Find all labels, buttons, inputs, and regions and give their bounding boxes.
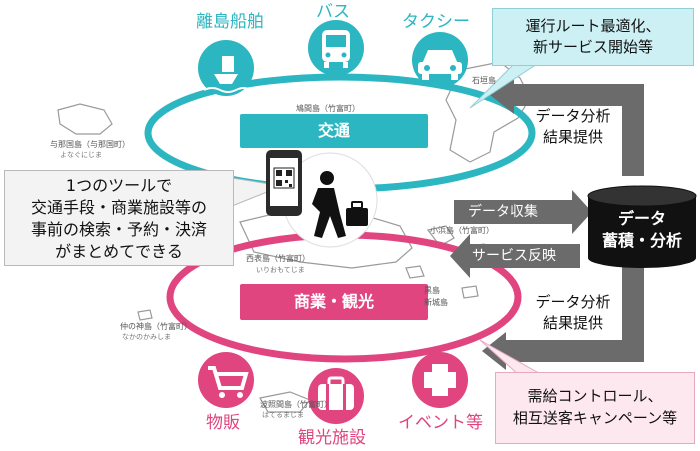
top-callout-line-1: 運行ルート最適化、 xyxy=(525,17,661,35)
feedback-arrow-top xyxy=(490,76,644,176)
top-callout: 運行ルート最適化、 新サービス開始等 xyxy=(492,8,694,66)
tool-callout-line-2: 交通手段・商業施設等の xyxy=(30,198,207,217)
database-label: データ 蓄積・分析 xyxy=(590,208,694,252)
island-label-iriomote: 西表島（竹富町） xyxy=(246,254,310,263)
island-label-kuroshima: 黒島 xyxy=(424,286,440,295)
database-icon xyxy=(587,185,697,268)
tool-callout-line-1: 1つのツールで xyxy=(65,176,173,195)
bottom-callout: 需給コントロール、 相互送客キャンペーン等 xyxy=(495,372,695,444)
island-small-3 xyxy=(461,285,479,299)
island-kana-yonaguni: よなぐにじま xyxy=(60,151,102,159)
database-label-line-1: データ xyxy=(617,209,666,228)
island-label-hateruma: 波照間島（竹富町） xyxy=(260,400,332,409)
top-callout-line-2: 新サービス開始等 xyxy=(532,38,653,56)
category-bus: バス xyxy=(316,2,350,22)
island-kana-nakanokami: なかのかみしま xyxy=(122,333,171,341)
bus-icon xyxy=(308,20,364,76)
service-reflect-label: サービス反映 xyxy=(472,248,556,264)
ship-icon xyxy=(198,40,254,96)
suitcase-icon xyxy=(308,368,364,424)
island-hateruma-shape xyxy=(259,391,311,413)
bottom-callout-line-2: 相互送客キャンペーン等 xyxy=(512,409,678,427)
island-yonaguni-shape xyxy=(57,103,113,135)
island-label-nakanokami: 仲の神島（竹富町） xyxy=(120,322,192,331)
island-kana-hateruma: はてるまじま xyxy=(262,411,304,419)
cross-icon xyxy=(412,352,468,408)
database-label-line-2: 蓄積・分析 xyxy=(601,231,682,250)
feedback-top-line-1: データ分析 xyxy=(535,107,611,125)
service-reflect-arrow xyxy=(450,234,580,278)
tool-callout-line-3: 事前の検索・予約・決済 xyxy=(30,220,207,239)
category-taxi: タクシー xyxy=(402,12,470,32)
smartphone-icon xyxy=(266,150,302,216)
taxi-icon xyxy=(412,32,468,88)
feedback-arrow-bottom xyxy=(482,252,644,370)
feedback-label-bottom: データ分析 結果提供 xyxy=(528,292,618,334)
category-event: イベント等 xyxy=(398,413,483,433)
island-kana-iriomote: いりおもてじま xyxy=(256,266,305,274)
island-label-ishigaki: 石垣島 xyxy=(472,76,496,85)
feedback-label-top: データ分析 結果提供 xyxy=(528,106,618,148)
commerce-band: 商業・観光 xyxy=(240,284,428,320)
tool-callout-line-4: がまとめてできる xyxy=(55,242,183,261)
category-goods: 物販 xyxy=(206,413,240,433)
island-small-1 xyxy=(405,265,425,279)
data-collect-arrow xyxy=(454,190,592,234)
category-ferry: 離島船舶 xyxy=(196,12,264,32)
transport-band: 交通 xyxy=(240,114,428,148)
feedback-bottom-line-1: データ分析 xyxy=(535,293,611,311)
bottom-callout-line-1: 需給コントロール、 xyxy=(527,387,663,405)
traveler-icon xyxy=(312,171,368,238)
cart-icon xyxy=(198,352,254,408)
island-label-kohama: 小浜島（竹富町） xyxy=(430,226,494,235)
tool-callout: 1つのツールで 交通手段・商業施設等の 事前の検索・予約・決済 がまとめてできる xyxy=(4,170,234,266)
feedback-bottom-line-2: 結果提供 xyxy=(542,314,603,332)
island-label-hatoma: 鳩間島（竹富町） xyxy=(296,104,360,113)
data-collect-label: データ収集 xyxy=(468,204,538,220)
island-label-aragusuku: 新城島 xyxy=(424,298,448,307)
island-label-yonaguni: 与那国島（与那国町） xyxy=(50,140,130,149)
category-tourism: 観光施設 xyxy=(298,428,366,448)
island-small-2 xyxy=(137,309,153,321)
feedback-top-line-2: 結果提供 xyxy=(542,128,603,146)
